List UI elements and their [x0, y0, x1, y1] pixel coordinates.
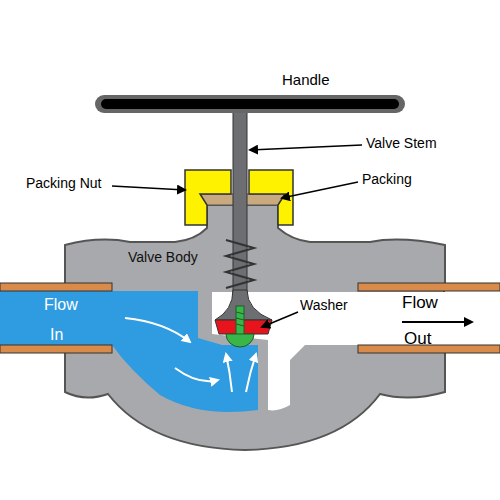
- inlet-pipe-wall: [0, 345, 112, 353]
- part-label: Packing: [362, 172, 412, 187]
- outlet-pipe-wall: [358, 283, 500, 291]
- flow-label: Flow: [402, 294, 438, 313]
- flow-label: Out: [404, 330, 431, 349]
- part-label: Washer: [300, 298, 348, 313]
- flow-label: In: [50, 326, 63, 344]
- flow-label: Flow: [44, 296, 78, 314]
- inlet-pipe-wall: [0, 283, 112, 291]
- flow-arrow: [246, 354, 256, 392]
- outflow-arrow: [402, 321, 472, 323]
- screw-thread: [236, 312, 244, 326]
- leader-line: [112, 186, 185, 190]
- part-label: Packing Nut: [26, 176, 101, 191]
- stem-thread: [226, 240, 254, 288]
- flow-arrow: [175, 368, 218, 381]
- leader-line: [250, 145, 362, 150]
- leader-line: [282, 182, 358, 198]
- screw-head: [226, 334, 254, 347]
- flow-arrow: [226, 354, 232, 392]
- washer-screw: [236, 306, 244, 336]
- part-label: Valve Body: [128, 250, 198, 265]
- part-label: Valve Stem: [366, 136, 437, 151]
- part-label: Handle: [282, 72, 330, 89]
- packing-nut: [185, 170, 231, 225]
- flow-arrow: [125, 318, 190, 342]
- leader-line: [262, 312, 298, 327]
- handle: [95, 95, 405, 113]
- handle-grip: [101, 99, 399, 109]
